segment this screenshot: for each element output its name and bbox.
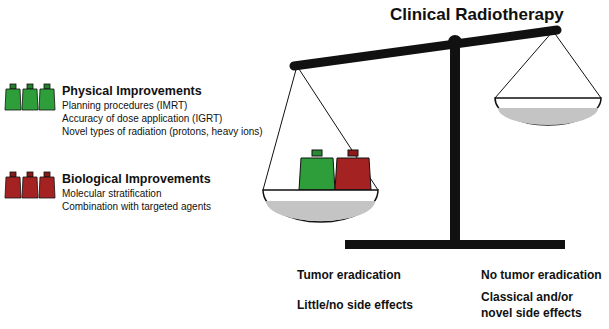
balance-pole xyxy=(450,40,460,242)
pan-shade xyxy=(498,108,598,125)
outcome-label: Classical and/or novel side effects xyxy=(481,289,601,321)
weights-swatch xyxy=(4,170,58,200)
legend-item: Combination with targeted agents xyxy=(62,201,211,212)
pan-string xyxy=(263,66,297,190)
pan-string xyxy=(297,66,378,190)
legend-text: Physical Improvements xyxy=(62,84,202,98)
legend-item: Planning procedures (IMRT) xyxy=(62,100,187,111)
pan xyxy=(495,98,601,125)
pan-shade xyxy=(266,201,375,221)
pan xyxy=(263,190,378,222)
diagram-title: Clinical Radiotherapy xyxy=(390,5,564,25)
outcome-label: Little/no side effects xyxy=(297,297,413,313)
pan-string xyxy=(553,31,601,98)
legend-item: Novel types of radiation (protons, heavy… xyxy=(62,126,263,137)
legend-text: Biological Improvements xyxy=(62,172,211,186)
weights-swatch xyxy=(4,82,58,112)
outcome-label: Tumor eradication xyxy=(297,267,401,283)
legend-item: Accuracy of dose application (IGRT) xyxy=(62,113,222,124)
pan-weights xyxy=(299,150,371,190)
pivot xyxy=(448,35,462,49)
pan-string xyxy=(495,31,553,98)
legend-item: Molecular stratification xyxy=(62,188,161,199)
outcome-label: No tumor eradication xyxy=(481,267,602,283)
balance-beam xyxy=(294,30,557,66)
